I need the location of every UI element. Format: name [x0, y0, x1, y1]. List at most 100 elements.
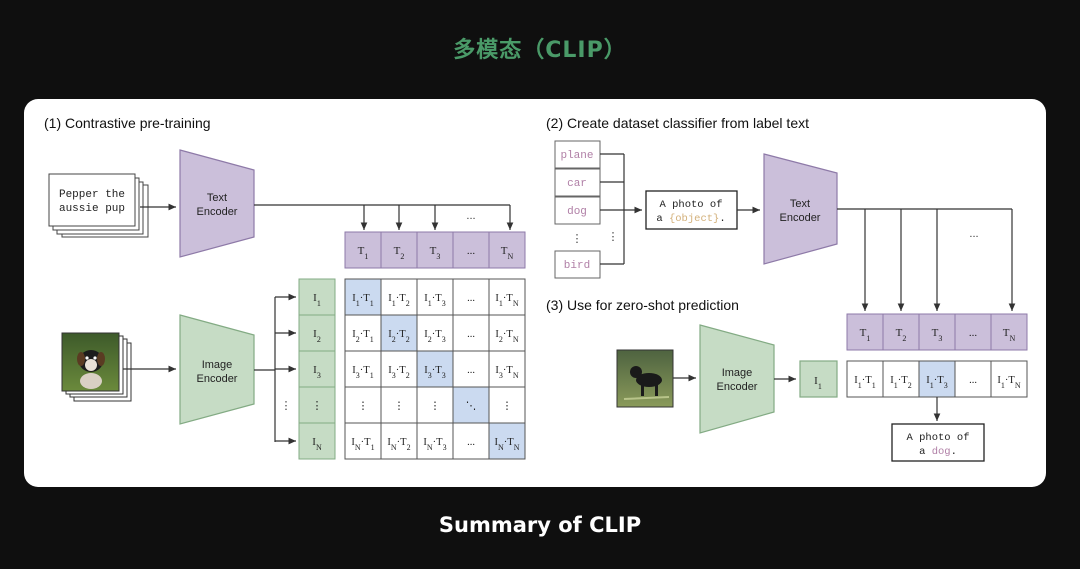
t1-cell-2-label: T3 — [430, 245, 441, 261]
matrix-cell-1-0-label: I2·T1 — [352, 329, 373, 344]
t2-cell-0-label: T1 — [860, 327, 871, 343]
t1-cell-0-label: T1 — [358, 245, 369, 261]
matrix-cell-3-4: ⋮ — [488, 386, 526, 424]
text-encoder-1: Text Encoder — [179, 149, 255, 258]
i1-cell-0-label: I1 — [313, 292, 321, 308]
t2-cell-2: T3 — [918, 313, 956, 351]
matrix-cell-0-4-label: I1·TN — [495, 293, 518, 308]
matrix-cell-1-4: I2·TN — [488, 314, 526, 352]
label-list-side-dots: ⋮ — [608, 231, 619, 243]
matrix-cell-4-2: IN·T3 — [416, 422, 454, 460]
label-item-4-text: bird — [564, 260, 590, 272]
label-connectors — [600, 153, 642, 265]
matrix-cell-0-0: I1·T1 — [344, 278, 382, 316]
image-encoder-2-label-2: Encoder — [717, 381, 758, 393]
prompt-line-2: a {object}. — [656, 213, 725, 225]
t1-cell-4: TN — [488, 231, 526, 269]
prediction-line-2: a dog. — [919, 446, 957, 458]
text-input-stack: Pepper the aussie pup — [48, 173, 149, 238]
i1-cell-4-label: IN — [312, 436, 322, 452]
row3-cell-3-label: ... — [969, 375, 977, 386]
t2-cell-0: T1 — [846, 313, 884, 351]
matrix-cell-0-4: I1·TN — [488, 278, 526, 316]
matrix-cell-3-4-label: ⋮ — [502, 401, 513, 412]
text-encoder-1-label-1: Text — [207, 192, 227, 204]
t-dots-2: ... — [969, 228, 978, 240]
t-dots-1: ... — [466, 210, 475, 222]
matrix-cell-4-1-label: IN·T2 — [387, 437, 410, 452]
text-encoder-2-label-2: Encoder — [780, 212, 821, 224]
i1-box: I1 — [799, 360, 838, 398]
matrix-cell-3-2-label: ⋮ — [430, 401, 441, 412]
i1-cell-2: I3 — [298, 350, 336, 388]
page-title: 多模态（CLIP） — [453, 38, 627, 63]
row3-cell-1: I1·T2 — [882, 360, 920, 398]
image-encoder-1: Image Encoder — [179, 314, 255, 425]
image-encoder-2: Image Encoder — [699, 324, 775, 434]
matrix-cell-2-1-label: I3·T2 — [388, 365, 409, 380]
label-item-4: bird — [554, 250, 601, 279]
page-caption: Summary of CLIP — [438, 513, 642, 537]
row3-cell-3: ... — [954, 360, 992, 398]
text-input-line-2: aussie pup — [59, 203, 125, 215]
row3-cell-2: I1·T3 — [918, 360, 956, 398]
prompt-template-box: A photo of a {object}. — [645, 190, 738, 230]
matrix-cell-0-1: I1·T2 — [380, 278, 418, 316]
matrix-cell-3-2: ⋮ — [416, 386, 454, 424]
t2-cell-4-label: TN — [1003, 327, 1016, 343]
matrix-cell-4-4-label: IN·TN — [495, 437, 520, 452]
t1-cell-4-label: TN — [501, 245, 514, 261]
t-row-1: T1 T2 T3... TN — [344, 231, 526, 269]
matrix-cell-2-4: I3·TN — [488, 350, 526, 388]
matrix-cell-0-1-label: I1·T2 — [388, 293, 409, 308]
matrix-cell-2-3: ... — [452, 350, 490, 388]
row3-cell-2-label: I1·T3 — [926, 375, 947, 390]
matrix-cell-0-2: I1·T3 — [416, 278, 454, 316]
i-row-dots: ⋮ — [281, 400, 292, 412]
matrix-cell-0-2-label: I1·T3 — [424, 293, 445, 308]
prediction-box: A photo of a dog. — [891, 423, 985, 462]
t1-cell-1-label: T2 — [394, 245, 405, 261]
image-encoder-2-label-1: Image — [722, 367, 753, 379]
t2-cell-3: ... — [954, 313, 992, 351]
text-encoder-1-label-2: Encoder — [197, 206, 238, 218]
matrix-cell-3-3-label: ⋱ — [466, 401, 477, 412]
i1-cell-1-label: I2 — [313, 328, 321, 344]
i1-label: I1 — [814, 375, 822, 391]
matrix-cell-1-4-label: I2·TN — [495, 329, 518, 344]
matrix-cell-0-3-label: ... — [467, 293, 475, 304]
label-item-2: dog — [554, 196, 601, 225]
i-arrows-1 — [275, 293, 296, 445]
t1-cell-2: T3 — [416, 231, 454, 269]
label-item-0: plane — [554, 140, 601, 169]
i1-cell-2-label: I3 — [313, 364, 321, 380]
matrix-cell-4-0: IN·T1 — [344, 422, 382, 460]
i1-cell-0: I1 — [298, 278, 336, 316]
section3-heading: (3) Use for zero-shot prediction — [546, 297, 739, 313]
matrix-cell-2-2-label: I3·T3 — [424, 365, 445, 380]
i1-cell-1: I2 — [298, 314, 336, 352]
text-input-line-1: Pepper the — [59, 189, 125, 201]
prompt-object-placeholder: {object} — [669, 213, 719, 225]
t1-cell-3: ... — [452, 231, 490, 269]
i1-cell-4: IN — [298, 422, 336, 460]
label-item-1-text: car — [567, 178, 587, 190]
t2-cell-2-label: T3 — [932, 327, 943, 343]
matrix-cell-1-3: ... — [452, 314, 490, 352]
dog-photo — [616, 349, 674, 408]
matrix-cell-1-0: I2·T1 — [344, 314, 382, 352]
section2-heading: (2) Create dataset classifier from label… — [546, 115, 809, 131]
label-item-1: car — [554, 168, 601, 197]
t-arrows-2 — [861, 209, 1016, 311]
clip-diagram-panel: (1) Contrastive pre-training Pepper the … — [24, 99, 1046, 487]
prediction-class: dog — [932, 446, 951, 458]
image-input-stack — [61, 332, 132, 402]
matrix-cell-3-0-label: ⋮ — [358, 401, 369, 412]
image-encoder-1-label-1: Image — [202, 359, 233, 371]
matrix-cell-2-4-label: I3·TN — [495, 365, 518, 380]
